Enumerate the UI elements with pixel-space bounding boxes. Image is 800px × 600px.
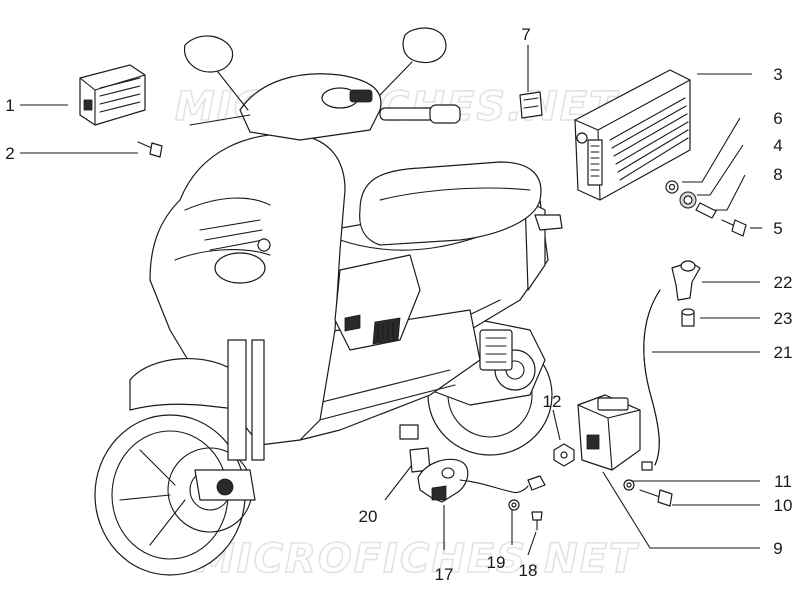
callout-labels: 1 2 3 4 5 6 7 8 9 10 11 12 17 18 19 20 2… (5, 25, 792, 584)
callout-18: 18 (519, 561, 538, 580)
callout-23: 23 (774, 309, 793, 328)
watermark-bottom: MICROFICHES.NET (195, 536, 639, 582)
part-9-ignition-coil (577, 394, 641, 471)
part-1-voltage-regulator (79, 64, 146, 126)
part-10-bolt (639, 489, 673, 507)
leader-lines (20, 45, 762, 556)
callout-4: 4 (773, 136, 782, 155)
callout-8: 8 (773, 165, 782, 184)
part-19-washer (508, 499, 520, 511)
callout-10: 10 (774, 496, 793, 515)
part-23-cap (681, 308, 695, 327)
callout-20: 20 (359, 507, 378, 526)
part-7-clip (519, 91, 543, 119)
callout-5: 5 (773, 219, 782, 238)
part-3-electronic-control-unit (574, 69, 691, 201)
callout-19: 19 (487, 553, 506, 572)
part-8-spacer (695, 202, 717, 219)
part-17-pickup-sensor (417, 458, 546, 503)
callout-12: 12 (543, 392, 562, 411)
callout-7: 7 (521, 25, 530, 44)
callout-6: 6 (773, 109, 782, 128)
part-21-high-tension-lead (641, 289, 661, 471)
callout-3: 3 (773, 65, 782, 84)
callout-17: 17 (435, 565, 454, 584)
callout-2: 2 (5, 144, 14, 163)
callout-1: 1 (5, 96, 14, 115)
callout-11: 11 (774, 472, 792, 491)
callout-9: 9 (773, 539, 782, 558)
part-11-washer (623, 479, 635, 491)
part-18-screw (531, 511, 543, 531)
part-6-washer (665, 180, 679, 194)
part-12-nut (553, 443, 575, 467)
scooter-illustration (94, 27, 563, 576)
part-5-screw (721, 219, 747, 237)
part-2-screw (137, 141, 163, 158)
callout-21: 21 (774, 343, 793, 362)
part-22-spark-plug-cap (671, 260, 701, 301)
part-4-rubber-grommet (679, 191, 697, 209)
callout-22: 22 (774, 273, 793, 292)
